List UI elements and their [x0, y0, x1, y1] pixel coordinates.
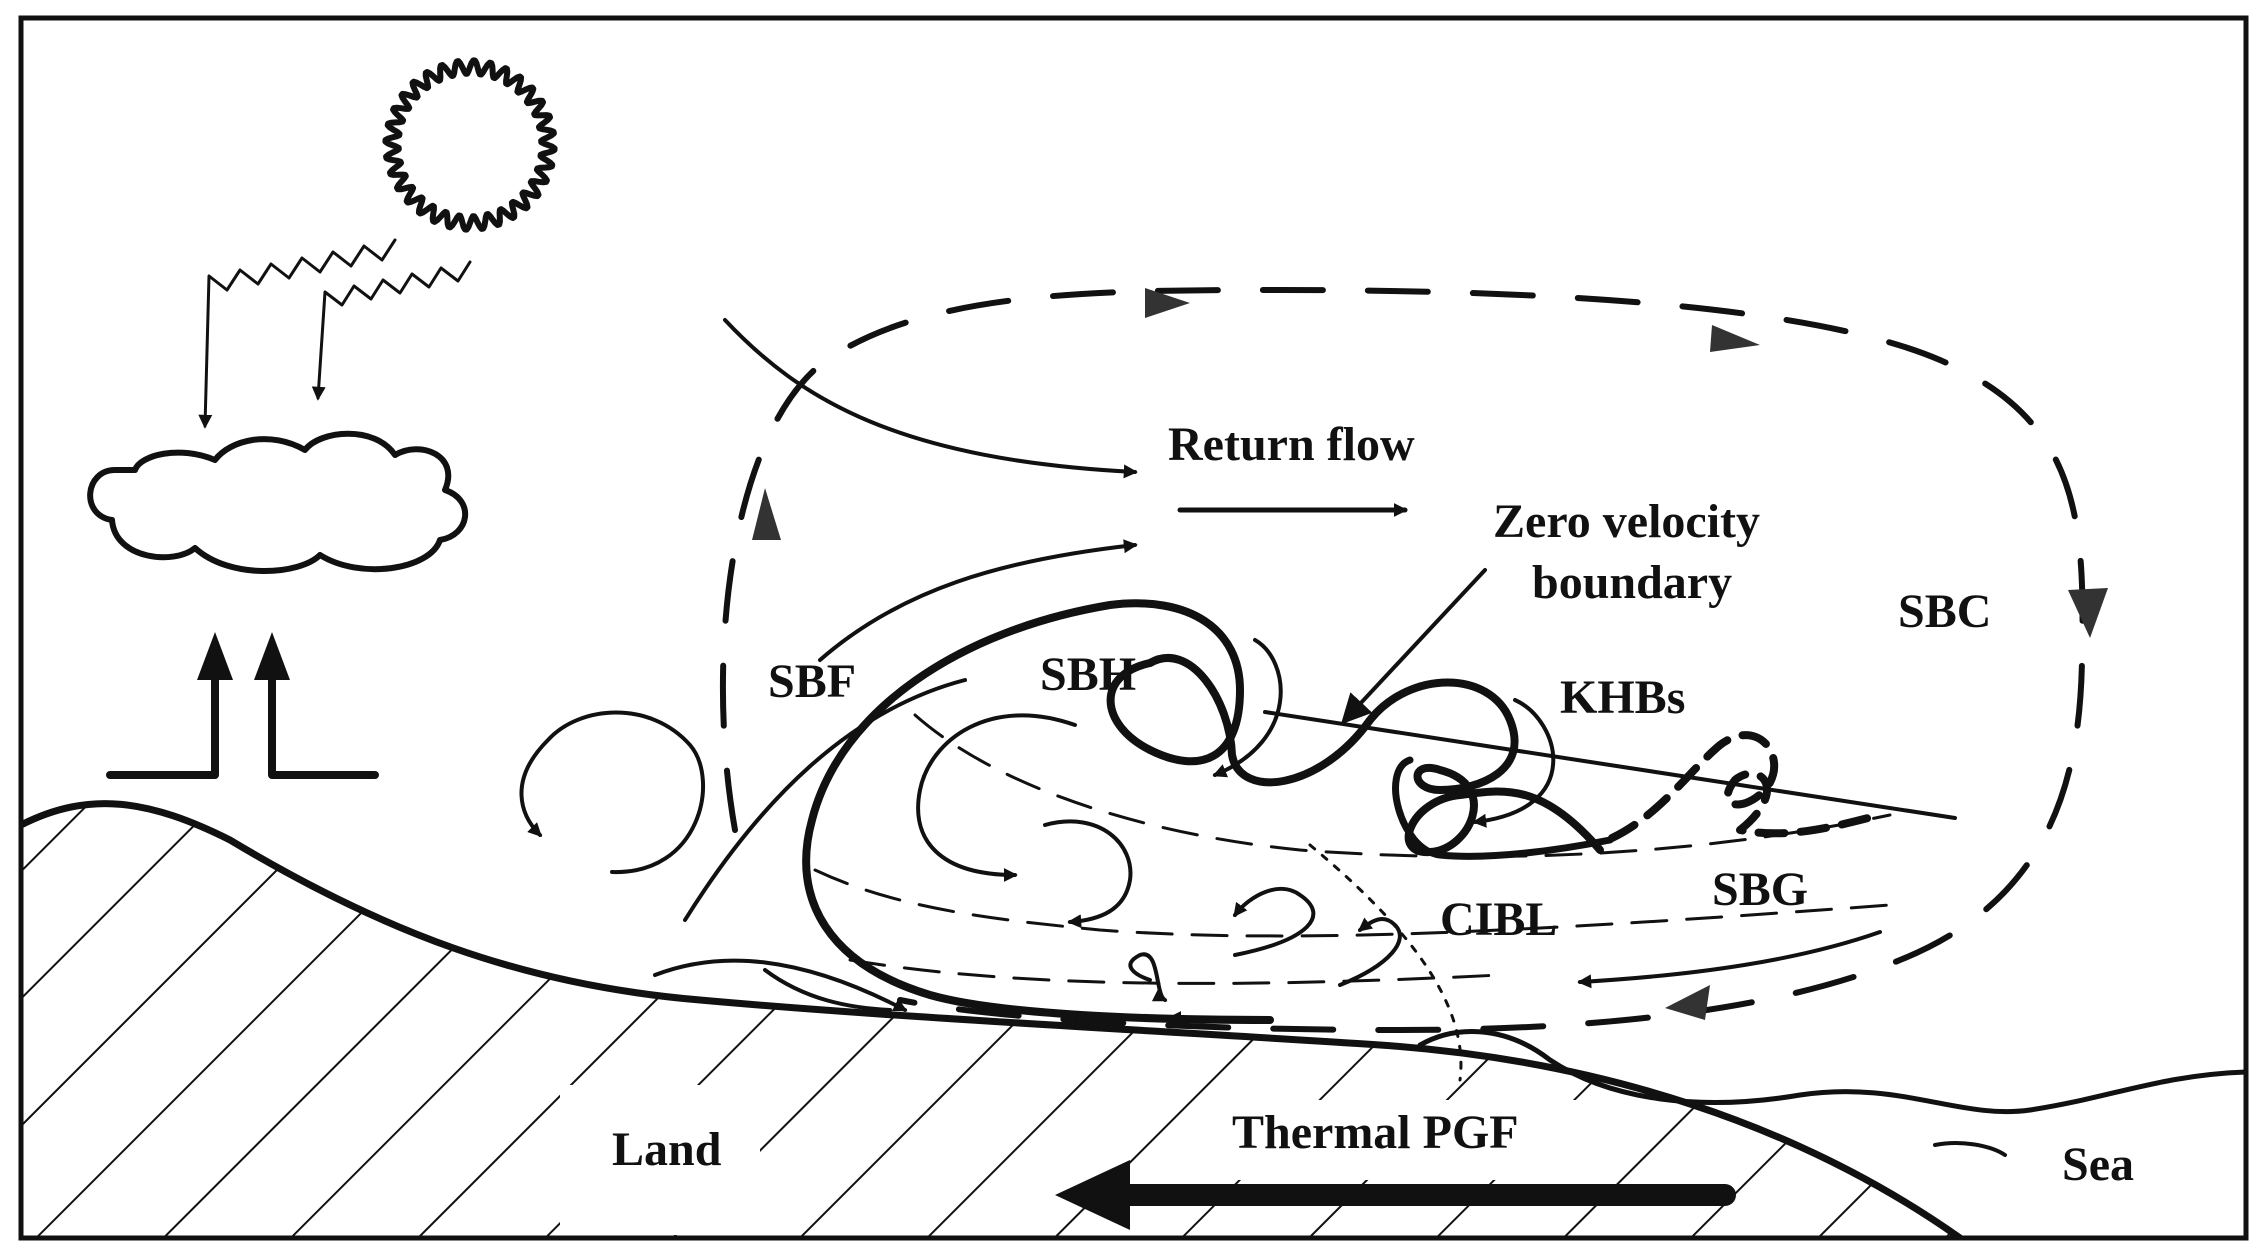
kelvin-helmholtz-billows-line — [1146, 653, 1604, 857]
zero-velocity-pointer-arrow — [1340, 568, 1487, 725]
sbh-roll-arrow — [1212, 638, 1283, 778]
gravity-current-arrow-1 — [1233, 886, 1316, 957]
heat-flux-arrows-icon — [106, 632, 379, 779]
mixing-layer-dashed-upper — [913, 713, 1892, 859]
sea-inflow-arrow — [1577, 930, 1882, 989]
cibl-dotted-line — [1308, 843, 1463, 1082]
circulation-arrow-right — [2068, 588, 2108, 638]
solar-ray-1 — [198, 238, 397, 429]
label-zero-velocity-2: boundary — [1532, 556, 1732, 609]
sea-breeze-front-line-outer — [683, 678, 967, 922]
zero-velocity-boundary-line — [1263, 710, 1957, 820]
head-vortex-arrow-small — [1043, 819, 1133, 929]
land-eddy-arrow — [519, 710, 705, 875]
return-flow-arrow-upper — [723, 318, 1138, 479]
sea-surface-line — [1417, 1029, 2246, 1115]
sun-icon — [382, 57, 558, 233]
label-thermal-pgf: Thermal PGF — [1232, 1106, 1519, 1159]
circulation-arrow-left — [752, 488, 781, 540]
circulation-arrow-top2 — [1710, 325, 1760, 352]
return-flow-arrow-lower — [818, 539, 1138, 662]
mixing-layer-dashed-lower — [813, 868, 1892, 938]
inflow-arrow-land — [653, 958, 908, 1012]
label-sbh: SBH — [1040, 648, 1136, 701]
solar-ray-2 — [311, 260, 472, 401]
head-vortex-arrow-left — [916, 713, 1077, 882]
label-cibl: CIBL — [1440, 893, 1557, 946]
label-sbg: SBG — [1712, 863, 1808, 916]
sea-breeze-circulation-loop — [719, 287, 2086, 1033]
khb-roll-arrow — [1472, 698, 1556, 828]
thermal-pgf-arrowhead — [1055, 1160, 1130, 1230]
label-land: Land — [612, 1123, 722, 1176]
sea-breeze-gravity-current-bold-dashed — [1608, 731, 1884, 842]
cloud-icon — [87, 430, 468, 574]
circulation-arrow-bottom — [1665, 985, 1710, 1020]
label-sea: Sea — [2062, 1138, 2134, 1191]
mixing-layer-dashed-bottom — [848, 958, 1502, 985]
label-zero-velocity-1: Zero velocity — [1493, 495, 1760, 548]
sea-breeze-front-line-inner — [763, 968, 892, 1012]
label-sbf: SBF — [768, 655, 856, 708]
gravity-current-arrow-3 — [1128, 952, 1168, 1002]
label-sbc: SBC — [1898, 585, 1991, 638]
circulation-arrow-top1 — [1145, 288, 1190, 318]
gravity-current-arrow-2 — [1338, 917, 1402, 987]
sea-breeze-head-outline — [802, 599, 1274, 1024]
bottom-inflow-arrow — [1167, 1011, 1252, 1026]
sea-wave-dash — [1933, 1141, 2007, 1157]
land-surface-line — [21, 800, 1964, 1238]
label-return-flow: Return flow — [1168, 418, 1415, 471]
label-khbs: KHBs — [1560, 671, 1685, 724]
